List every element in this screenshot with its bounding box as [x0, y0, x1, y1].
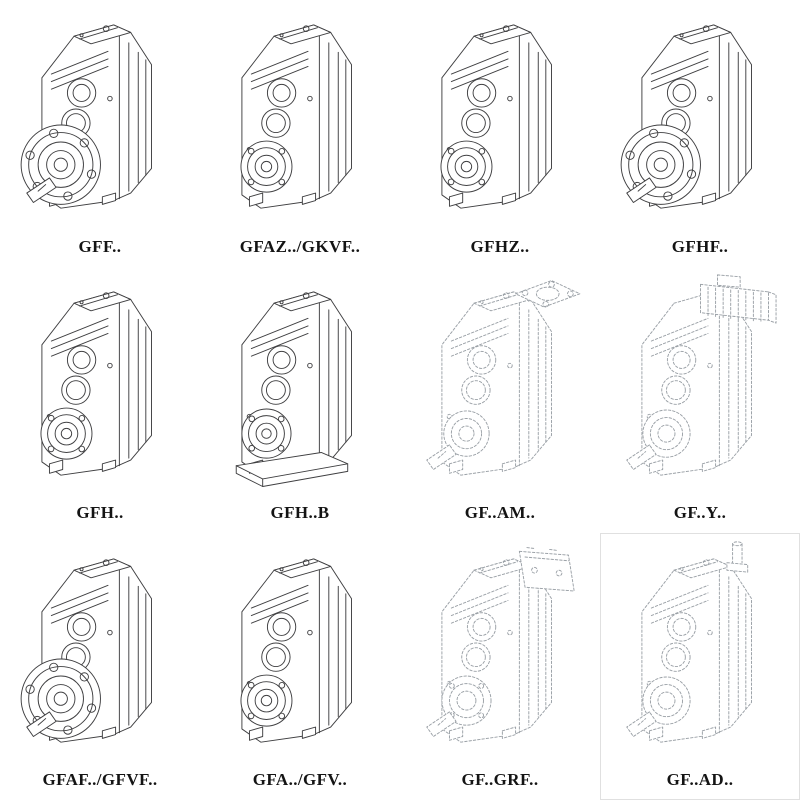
gearbox-model-label: GF..AM..	[464, 503, 536, 523]
gearbox-cell: GF..AM..	[400, 267, 600, 534]
flange-gearbox-icon	[0, 0, 200, 235]
flange-gearbox-icon	[0, 533, 200, 768]
base-plate-gearbox-icon	[200, 267, 400, 502]
gearbox-model-label: GFHF..	[671, 236, 729, 256]
flange-gearbox-icon	[600, 0, 800, 235]
gearbox-cell: GFA../GFV..	[200, 533, 400, 800]
gearbox-model-label: GFA../GFV..	[252, 769, 348, 789]
gearbox-model-label: GF..AD..	[666, 769, 734, 789]
gearbox-cell: GFHF..	[600, 0, 800, 267]
gearbox-model-label: GFH..	[76, 503, 124, 523]
hollow-shaft-gearbox-icon	[200, 0, 400, 235]
cover-flange-gearbox-icon	[400, 533, 600, 768]
gearbox-cell: GFH..B	[200, 267, 400, 534]
input-shaft-gearbox-icon	[600, 533, 800, 768]
gearbox-cell: GFAZ../GKVF..	[200, 0, 400, 267]
gearbox-cell: GF..Y..	[600, 267, 800, 534]
motor-adapter-gearbox-icon	[400, 267, 600, 502]
hollow-shaft-gearbox-icon	[200, 533, 400, 768]
motorized-gearbox-icon	[600, 267, 800, 502]
gearbox-cell: GF..GRF..	[400, 533, 600, 800]
gearbox-model-label: GF..GRF..	[461, 769, 539, 789]
gearbox-model-label: GFH..B	[270, 503, 330, 523]
hollow-shaft-gearbox-icon	[400, 0, 600, 235]
gearbox-cell: GFHZ..	[400, 0, 600, 267]
gearbox-model-label: GFF..	[78, 236, 122, 256]
gearbox-model-label: GFAF../GFVF..	[42, 769, 158, 789]
gearbox-cell: GF..AD..	[600, 533, 800, 800]
gearbox-model-label: GFHZ..	[470, 236, 530, 256]
gearbox-cell: GFH..	[0, 267, 200, 534]
gearbox-model-label: GFAZ../GKVF..	[239, 236, 361, 256]
gearbox-cell: GFAF../GFVF..	[0, 533, 200, 800]
gearbox-cell: GFF..	[0, 0, 200, 267]
gearbox-model-label: GF..Y..	[673, 503, 727, 523]
foot-mounted-gearbox-icon	[0, 267, 200, 502]
